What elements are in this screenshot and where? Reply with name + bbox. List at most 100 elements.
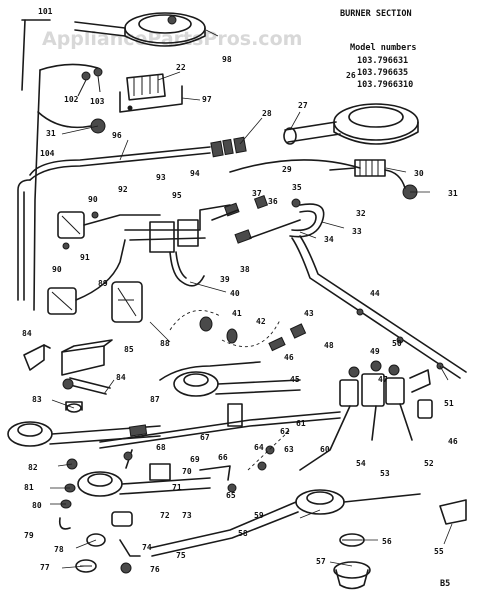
callout-27: 27	[298, 101, 308, 110]
callout-43: 43	[304, 309, 314, 318]
callout-84-right: 84	[116, 373, 126, 382]
pipe-101	[21, 19, 26, 91]
callout-37: 37	[252, 189, 262, 198]
callout-95: 95	[172, 191, 182, 200]
callout-60: 60	[320, 445, 330, 454]
callout-42: 42	[256, 317, 266, 326]
callout-64: 64	[254, 443, 264, 452]
callout-46-upper: 46	[284, 353, 294, 362]
callout-40: 40	[230, 289, 240, 298]
callout-72: 72	[160, 511, 170, 520]
orifices-41-42	[169, 309, 307, 352]
callout-97: 97	[202, 95, 212, 104]
callout-52: 52	[424, 459, 434, 468]
callout-104: 104	[40, 149, 55, 158]
burner-left-front	[7, 421, 161, 447]
callout-22: 22	[176, 63, 186, 72]
burner-right-front-59	[149, 489, 421, 557]
callout-83: 83	[32, 395, 42, 404]
callout-102: 102	[64, 95, 79, 104]
u-tube-33	[289, 198, 325, 238]
callout-26: 26	[346, 71, 356, 80]
callout-80: 80	[32, 501, 42, 510]
callout-78: 78	[54, 545, 64, 554]
burner-right-26	[283, 103, 419, 145]
callout-69: 69	[190, 455, 200, 464]
callout-75: 75	[176, 551, 186, 560]
fitting-28	[210, 136, 247, 158]
burner-top-98	[74, 12, 206, 47]
callout-84-left: 84	[22, 329, 32, 338]
callout-33: 33	[352, 227, 362, 236]
callout-101: 101	[38, 7, 53, 16]
callout-91: 91	[80, 253, 90, 262]
callout-67: 67	[200, 433, 210, 442]
callout-48: 48	[324, 341, 334, 350]
callout-49: 49	[370, 347, 380, 356]
cap-57	[333, 561, 371, 590]
callout-59: 59	[254, 511, 264, 520]
callout-55: 55	[434, 547, 444, 556]
callout-44: 44	[370, 289, 380, 298]
callout-89: 89	[98, 279, 108, 288]
callout-79: 79	[24, 531, 34, 540]
callout-50: 50	[392, 339, 402, 348]
callout-32: 32	[356, 209, 366, 218]
bracket-84-left	[23, 344, 51, 371]
model-number-1: 103.796631	[357, 56, 408, 66]
burner-middle-45	[159, 361, 301, 397]
callout-94: 94	[190, 169, 200, 178]
callout-61: 61	[296, 419, 306, 428]
callout-70: 70	[182, 467, 192, 476]
callout-46-lower: 46	[448, 437, 458, 446]
callout-56: 56	[382, 537, 392, 546]
callout-29: 29	[282, 165, 292, 174]
callout-31-right: 31	[448, 189, 458, 198]
callout-103: 103	[90, 97, 105, 106]
callout-41: 41	[232, 309, 242, 318]
header-block: BURNER SECTION Model numbers 103.796631 …	[340, 9, 417, 90]
callout-57: 57	[316, 557, 326, 566]
callout-90-upper: 90	[88, 195, 98, 204]
callout-38: 38	[240, 265, 250, 274]
model-number-3: 103.7966310	[357, 80, 413, 90]
ignitor-30	[329, 159, 418, 200]
callout-98: 98	[222, 55, 232, 64]
callout-51: 51	[444, 399, 454, 408]
part-83	[65, 401, 83, 413]
callout-76: 76	[150, 565, 160, 574]
callout-74: 74	[142, 543, 152, 552]
callout-30: 30	[414, 169, 424, 178]
tube-96-inner	[29, 152, 211, 181]
callout-labels: 101 98 22 102 103 97 31 96 104 26 27 28 …	[22, 7, 458, 574]
callout-88: 88	[160, 339, 170, 348]
burner-center-front	[77, 471, 211, 497]
leader-lines	[50, 29, 453, 569]
callout-65: 65	[226, 491, 236, 500]
callout-62: 62	[280, 427, 290, 436]
models-label: Model numbers	[350, 43, 417, 53]
clip-55	[439, 499, 467, 525]
callout-82: 82	[28, 463, 38, 472]
callout-77: 77	[40, 563, 50, 572]
callout-93: 93	[156, 173, 166, 182]
callout-73: 73	[182, 511, 192, 520]
section-title: BURNER SECTION	[340, 9, 412, 19]
callout-71: 71	[172, 483, 182, 492]
tube-29	[229, 159, 361, 173]
callout-45: 45	[290, 375, 300, 384]
bracket-85	[61, 339, 113, 376]
callout-31-left: 31	[46, 129, 56, 138]
callout-68: 68	[156, 443, 166, 452]
fitting-36-37	[211, 194, 301, 244]
callout-63: 63	[284, 445, 294, 454]
callout-96: 96	[112, 131, 122, 140]
callout-53: 53	[380, 469, 390, 478]
callout-54: 54	[356, 459, 366, 468]
tube-44	[291, 237, 461, 379]
small-parts-61-66	[227, 429, 291, 493]
callout-66: 66	[218, 453, 228, 462]
callout-39: 39	[220, 275, 230, 284]
part-84-right	[62, 377, 111, 395]
